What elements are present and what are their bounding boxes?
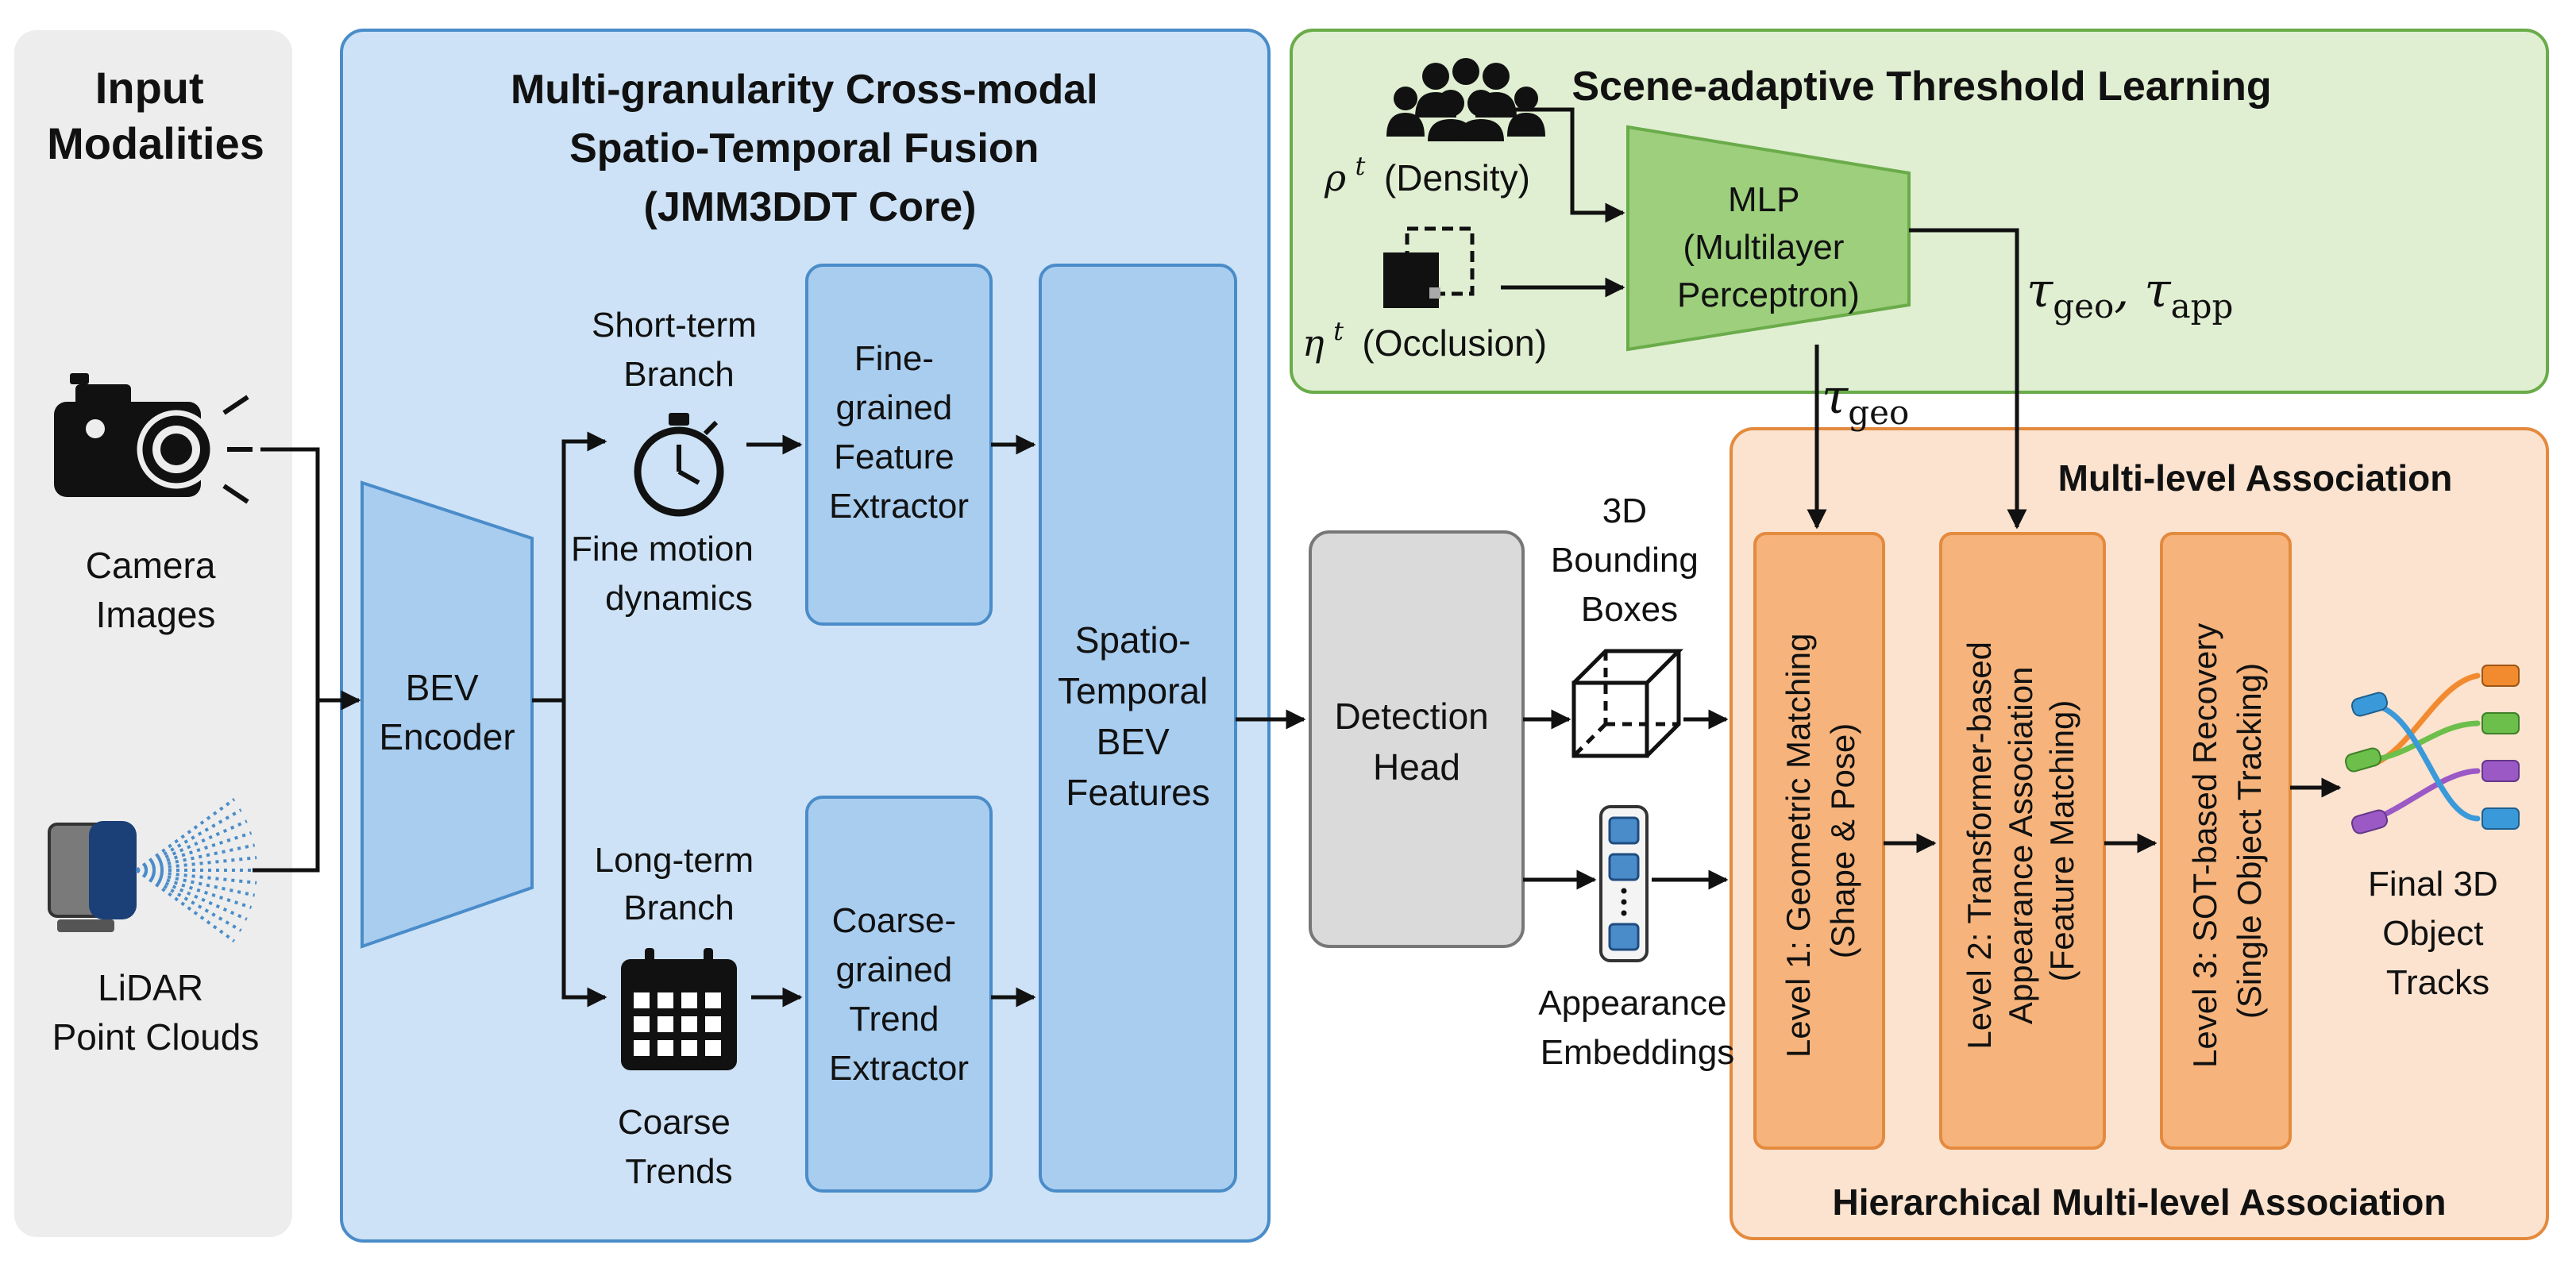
level3-label: Level 3: SOT-based Recovery (Single Obje…: [2186, 614, 2268, 1068]
input-modalities-panel: [14, 30, 292, 1237]
level1-block: [1753, 532, 1885, 1150]
long-term-branch-label: Long-term Branch: [595, 841, 764, 927]
encoder-to-short-branch: [561, 431, 607, 700]
calendar-cell: [657, 1040, 673, 1056]
mlp-block: [1626, 125, 1911, 352]
occlusion-icon: [1383, 226, 1475, 308]
input-panel-title: Input Modalities: [47, 63, 264, 168]
cube-icon: [1571, 649, 1684, 758]
bbox-label: 3D Bounding Boxes: [1551, 491, 1708, 629]
calendar-cell: [705, 1040, 721, 1056]
calendar-cells: [634, 992, 721, 1056]
fusion-panel-title: Multi-granularity Cross-modal Spatio-Tem…: [511, 67, 1109, 230]
st-bev-features-block: [1039, 264, 1237, 1193]
calendar-cell: [634, 1040, 650, 1056]
tracks-icon: [2344, 665, 2520, 834]
short-term-branch-label: Short-term Branch: [592, 306, 766, 394]
association-bottom-title: Hierarchical Multi-level Association: [1833, 1181, 2447, 1223]
detection-head-block: [1309, 530, 1525, 948]
calendar-cell: [705, 1016, 721, 1032]
density-to-mlp: [1506, 107, 1625, 223]
source-cars: [2344, 692, 2389, 834]
threshold-panel: [1290, 29, 2549, 394]
lidar-icon: [48, 798, 257, 942]
lidar-to-encoder: [253, 700, 320, 873]
coarse-extractor-block: [805, 796, 993, 1193]
tau-output-label: τgeo, τapp: [2026, 263, 2233, 326]
calendar-cell: [634, 992, 650, 1008]
camera-to-encoder: [260, 447, 320, 700]
embedding-label: Appearance Embeddings: [1538, 984, 1737, 1072]
calendar-cell: [681, 1016, 697, 1032]
short-term-caption: Fine motion dynamics: [571, 530, 763, 618]
track-curve: [2371, 702, 2481, 822]
st-bev-features-label: Spatio- Temporal BEV Features: [1058, 619, 1218, 813]
encoder-to-long-branch: [561, 700, 607, 1008]
density-label: ρ t (Density): [1324, 142, 1530, 199]
bev-encoder-block: [361, 480, 534, 949]
camera-images-label: Camera Images: [86, 545, 226, 635]
calendar-cell: [657, 992, 673, 1008]
calendar-cell: [681, 992, 697, 1008]
mlp-label: MLP (Multilayer Perceptron): [1677, 180, 1860, 314]
final-tracks-label: Final 3D Object Tracks: [2368, 865, 2508, 1002]
calendar-cell: [681, 1040, 697, 1056]
fusion-panel: [340, 29, 1271, 1243]
embedding-icon: [1599, 805, 1649, 962]
track-curve: [2371, 768, 2481, 823]
bev-encoder-label: BEV Encoder: [379, 667, 515, 757]
association-inner-title: Multi-level Association: [2058, 457, 2453, 499]
track-paths: [2366, 673, 2481, 823]
target-cars: [2482, 665, 2520, 830]
long-term-caption: Coarse Trends: [618, 1103, 740, 1191]
mlp-to-level2: [1909, 228, 2027, 530]
level3-block: [2160, 532, 2292, 1150]
calendar-cell: [634, 1016, 650, 1032]
camera-icon: [54, 373, 253, 504]
threshold-panel-title: Scene-adaptive Threshold Learning: [1571, 64, 2271, 110]
tau-geo-feed-label: τgeo: [1822, 369, 1909, 432]
level2-label: Level 2: Transformer-based Appearance As…: [1961, 632, 2080, 1049]
level1-label: Level 1: Geometric Matching (Shape & Pos…: [1780, 624, 1861, 1058]
coarse-extractor-label: Coarse- grained Trend Extractor: [829, 901, 969, 1088]
lidar-label: LiDAR Point Clouds: [52, 967, 260, 1058]
connectors: [253, 107, 2342, 1008]
level2-block: [1939, 532, 2106, 1150]
track-curve: [2366, 720, 2481, 764]
calendar-icon: [621, 948, 737, 1070]
occlusion-label: η t (Occlusion): [1302, 307, 1547, 364]
fine-extractor-label: Fine- grained Feature Extractor: [829, 339, 969, 526]
detection-head-label: Detection Head: [1334, 696, 1498, 788]
stopwatch-icon: [634, 413, 724, 517]
calendar-cell: [705, 992, 721, 1008]
calendar-cell: [657, 1016, 673, 1032]
